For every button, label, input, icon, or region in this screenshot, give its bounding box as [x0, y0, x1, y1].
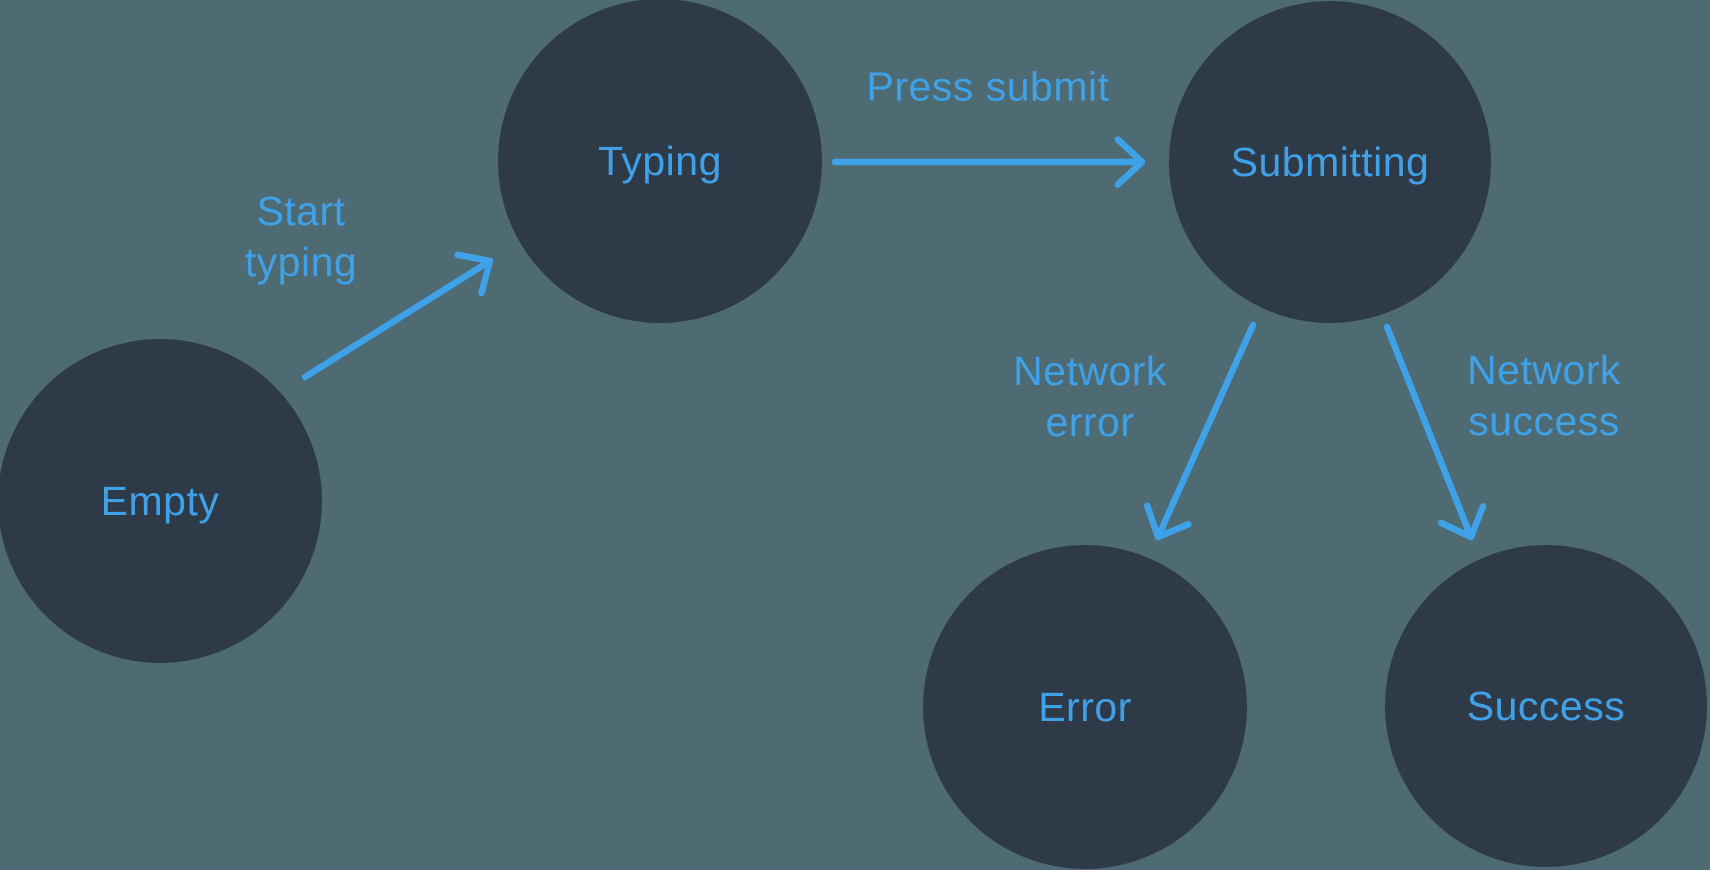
state-node-typing: Typing: [498, 0, 822, 323]
transition-arrow-press-submit: [831, 136, 1146, 188]
arrow-head-icon: [1437, 503, 1487, 541]
transition-label-network-success: Network success: [1467, 347, 1621, 444]
state-label-empty: Empty: [100, 478, 220, 524]
arrow-shaft: [1154, 321, 1257, 541]
state-node-submitting: Submitting: [1169, 1, 1491, 323]
transition-label-start-typing: Start typing: [244, 188, 358, 285]
transition-label-press-submit: Press submit: [866, 63, 1110, 110]
state-label-success: Success: [1466, 683, 1626, 729]
arrow-head-icon: [1144, 502, 1192, 541]
arrow-head-icon: [454, 251, 494, 297]
arrow-head-icon: [1114, 136, 1146, 188]
state-label-typing: Typing: [598, 138, 722, 184]
state-node-empty: Empty: [0, 339, 322, 663]
state-node-error: Error: [923, 545, 1247, 869]
transition-label-network-error: Network error: [1013, 348, 1167, 445]
state-node-success: Success: [1385, 545, 1707, 867]
state-label-submitting: Submitting: [1230, 139, 1430, 185]
state-label-error: Error: [1038, 684, 1132, 730]
arrow-shaft: [1383, 323, 1475, 541]
